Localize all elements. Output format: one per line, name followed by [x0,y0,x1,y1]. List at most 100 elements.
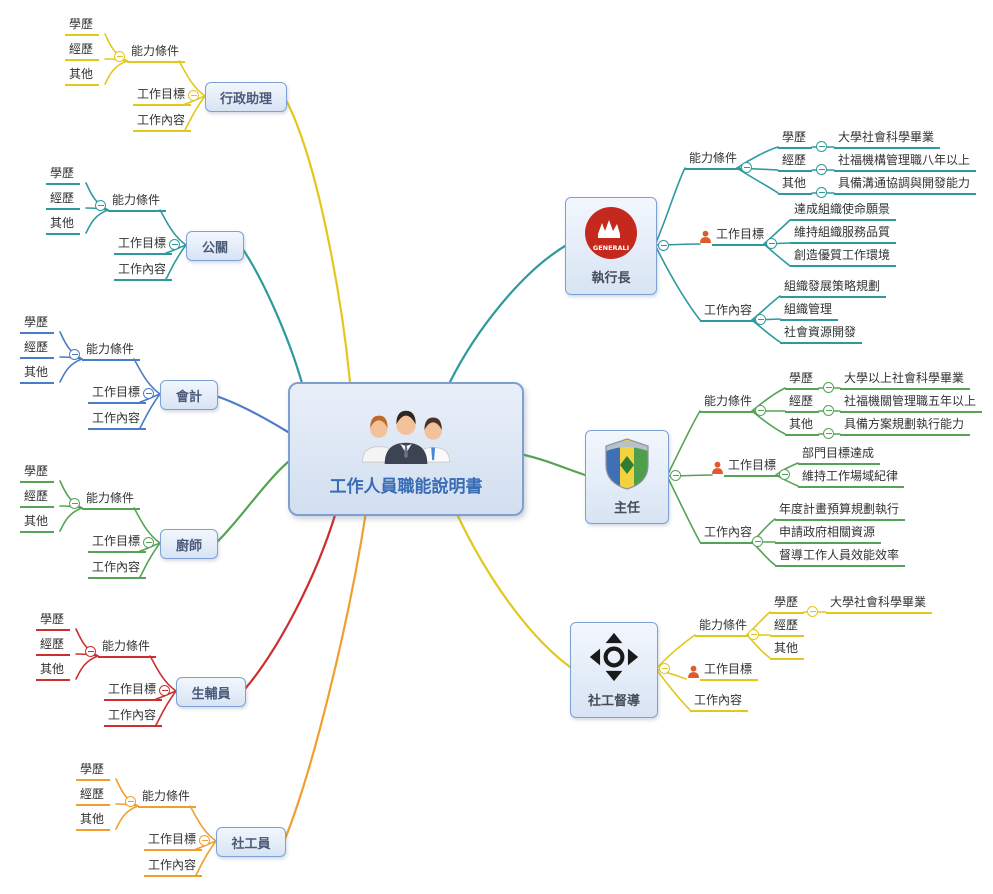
collapse-toggle[interactable] [755,314,766,325]
collapse-toggle[interactable] [779,469,790,480]
collapse-toggle[interactable] [199,835,210,846]
collapse-toggle[interactable] [143,537,154,548]
node-social-worker[interactable]: 社工員 [216,827,286,857]
chef-exp[interactable]: 經歷 [20,489,55,508]
social-worker-exp[interactable]: 經歷 [76,787,111,806]
accounting-edu[interactable]: 學歷 [20,315,55,334]
collapse-toggle[interactable] [659,663,670,674]
node-accounting[interactable]: 會計 [160,380,218,410]
pr-edu[interactable]: 學歷 [46,166,81,185]
director-goal-item[interactable]: 維持工作場域紀律 [798,469,905,488]
admin-ability[interactable]: 能力條件 [127,44,186,63]
social-worker-content[interactable]: 工作內容 [144,858,203,877]
chef-ability[interactable]: 能力條件 [82,491,141,510]
supervisor-edu-value[interactable]: 大學社會科學畢業 [826,595,933,614]
ceo-content-item[interactable]: 組織發展策略規劃 [780,279,887,298]
pr-goal[interactable]: 工作目標 [114,236,173,255]
chef-other[interactable]: 其他 [20,514,55,533]
counselor-exp[interactable]: 經歷 [36,637,71,656]
collapse-toggle[interactable] [169,239,180,250]
node-public-relations[interactable]: 公關 [186,231,244,261]
admin-other[interactable]: 其他 [65,67,100,86]
collapse-toggle[interactable] [85,646,96,657]
director-content-item[interactable]: 申請政府相關資源 [775,525,882,544]
node-ceo[interactable]: GENERALI 執行長 [565,197,657,295]
chef-edu[interactable]: 學歷 [20,464,55,483]
node-sw-supervisor[interactable]: 社工督導 [570,622,658,718]
accounting-content[interactable]: 工作內容 [88,411,147,430]
accounting-other[interactable]: 其他 [20,365,55,384]
admin-content[interactable]: 工作內容 [133,113,192,132]
director-content-item[interactable]: 年度計畫預算規劃執行 [775,502,906,521]
director-content[interactable]: 工作內容 [700,525,759,544]
pr-content[interactable]: 工作內容 [114,262,173,281]
accounting-exp[interactable]: 經歷 [20,340,55,359]
counselor-content[interactable]: 工作內容 [104,708,163,727]
collapse-toggle[interactable] [114,51,125,62]
collapse-toggle[interactable] [670,470,681,481]
accounting-ability[interactable]: 能力條件 [82,342,141,361]
collapse-toggle[interactable] [741,162,752,173]
pr-ability[interactable]: 能力條件 [108,193,167,212]
director-exp[interactable]: 經歷 [785,394,820,413]
ceo-edu-value[interactable]: 大學社會科學畢業 [834,130,941,149]
collapse-toggle[interactable] [95,200,106,211]
collapse-toggle[interactable] [755,405,766,416]
pr-other[interactable]: 其他 [46,216,81,235]
director-goal[interactable]: 工作目標 [724,458,783,477]
director-exp-value[interactable]: 社福機關管理職五年以上 [840,394,983,413]
ceo-goal-item[interactable]: 創造優質工作環境 [790,248,897,267]
social-worker-other[interactable]: 其他 [76,812,111,831]
admin-edu[interactable]: 學歷 [65,17,100,36]
supervisor-edu[interactable]: 學歷 [770,595,805,614]
collapse-toggle[interactable] [766,238,777,249]
collapse-toggle[interactable] [752,536,763,547]
chef-content[interactable]: 工作內容 [88,560,147,579]
collapse-toggle[interactable] [69,349,80,360]
counselor-other[interactable]: 其他 [36,662,71,681]
collapse-toggle[interactable] [143,388,154,399]
collapse-toggle[interactable] [69,498,80,509]
node-life-counselor[interactable]: 生輔員 [176,677,246,707]
social-worker-goal[interactable]: 工作目標 [144,832,203,851]
admin-exp[interactable]: 經歷 [65,42,100,61]
node-admin-assistant[interactable]: 行政助理 [205,82,287,112]
director-other[interactable]: 其他 [785,417,820,436]
accounting-goal[interactable]: 工作目標 [88,385,147,404]
counselor-ability[interactable]: 能力條件 [98,639,157,658]
director-goal-item[interactable]: 部門目標達成 [798,446,881,465]
node-chef[interactable]: 廚師 [160,529,218,559]
ceo-goal[interactable]: 工作目標 [712,227,771,246]
supervisor-content[interactable]: 工作內容 [690,693,749,712]
ceo-content[interactable]: 工作內容 [700,303,759,322]
pr-exp[interactable]: 經歷 [46,191,81,210]
ceo-content-item[interactable]: 社會資源開發 [780,325,863,344]
ceo-content-item[interactable]: 組織管理 [780,302,839,321]
collapse-toggle[interactable] [816,141,827,152]
chef-goal[interactable]: 工作目標 [88,534,147,553]
ceo-ability[interactable]: 能力條件 [685,151,744,170]
director-other-value[interactable]: 具備方案規劃執行能力 [840,417,971,436]
director-edu-value[interactable]: 大學以上社會科學畢業 [840,371,971,390]
social-worker-edu[interactable]: 學歷 [76,762,111,781]
central-topic[interactable]: 工作人員職能說明書 [288,382,524,516]
social-worker-ability[interactable]: 能力條件 [138,789,197,808]
supervisor-goal[interactable]: 工作目標 [700,662,759,681]
collapse-toggle[interactable] [658,240,669,251]
collapse-toggle[interactable] [823,405,834,416]
ceo-other-value[interactable]: 具備溝通協調與開發能力 [834,176,977,195]
collapse-toggle[interactable] [748,629,759,640]
collapse-toggle[interactable] [188,90,199,101]
admin-goal[interactable]: 工作目標 [133,87,192,106]
node-director[interactable]: 主任 [585,430,669,524]
collapse-toggle[interactable] [823,382,834,393]
director-edu[interactable]: 學歷 [785,371,820,390]
ceo-exp[interactable]: 經歷 [778,153,813,172]
supervisor-exp[interactable]: 經歷 [770,618,805,637]
counselor-goal[interactable]: 工作目標 [104,682,163,701]
counselor-edu[interactable]: 學歷 [36,612,71,631]
collapse-toggle[interactable] [816,187,827,198]
director-content-item[interactable]: 督導工作人員效能效率 [775,548,906,567]
collapse-toggle[interactable] [125,796,136,807]
ceo-edu[interactable]: 學歷 [778,130,813,149]
